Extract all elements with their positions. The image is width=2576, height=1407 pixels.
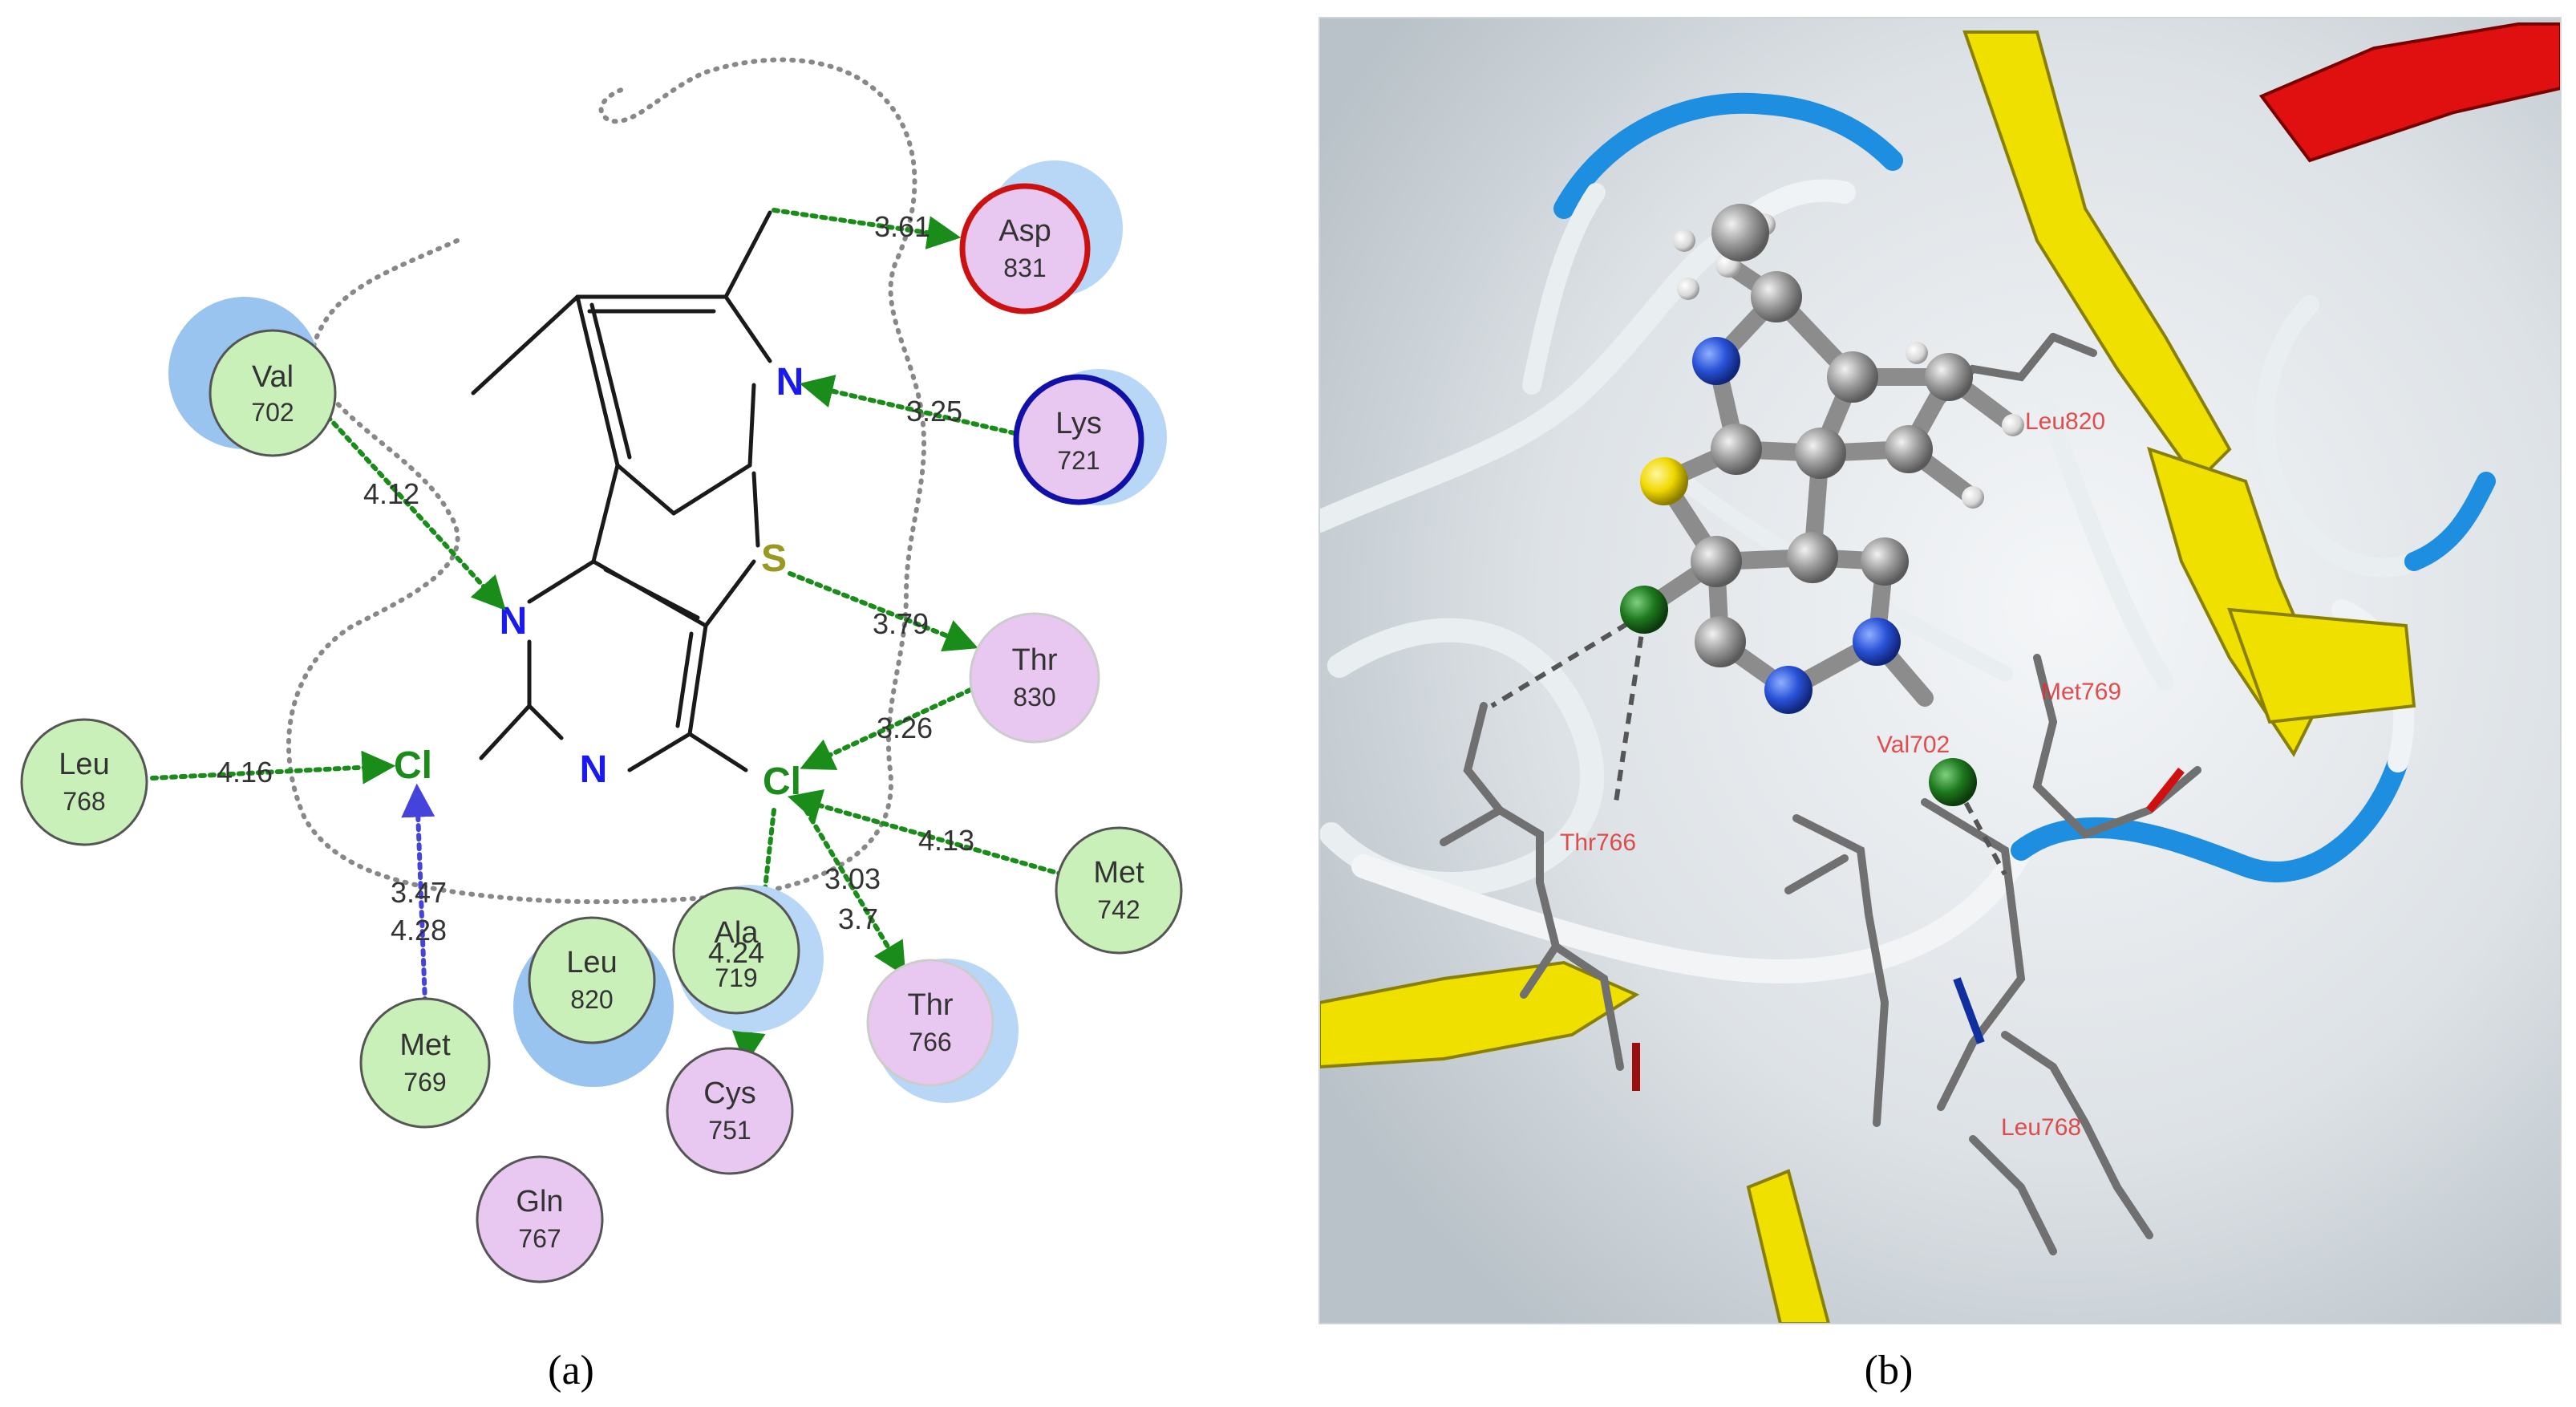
panel-b-3d-render: Leu820 Met769 Val702 Thr766 Leu768	[1318, 17, 2562, 1324]
residue-lys721: Lys 721	[1013, 369, 1167, 505]
dist-met769-b: 4.28	[391, 914, 447, 947]
residue-thr766: Thr 766	[866, 959, 1019, 1103]
interaction-lines	[150, 208, 1065, 1066]
hbond-val702	[318, 407, 506, 611]
dist-lys721: 3.25	[906, 395, 962, 428]
atom-n-pyrimidine-1: N	[500, 600, 528, 643]
residue-sticks	[1440, 333, 2201, 1255]
atom-n-pyrimidine-2: N	[580, 748, 608, 791]
label-3d-leu768: Leu768	[2001, 1114, 2081, 1141]
label-3d-thr766: Thr766	[1560, 829, 1636, 856]
svg-text:Gln: Gln	[516, 1185, 563, 1218]
dist-thr830-s: 3.79	[873, 607, 929, 640]
label-3d-val702: Val702	[1877, 732, 1950, 758]
svg-text:721: 721	[1057, 446, 1100, 475]
beta-strands	[1319, 30, 2416, 1324]
residue-thr830: Thr 830	[969, 612, 1100, 744]
residue-gln767: Gln 767	[476, 1155, 604, 1283]
atom-s-thiophene: S	[761, 537, 787, 580]
svg-text:830: 830	[1013, 683, 1055, 712]
svg-text:702: 702	[251, 398, 294, 427]
halogen-met769	[401, 783, 435, 1005]
svg-text:Thr: Thr	[908, 988, 954, 1022]
svg-text:Leu: Leu	[59, 748, 109, 781]
dist-leu768: 4.16	[217, 756, 273, 789]
hbond-thr830-s	[788, 571, 978, 652]
distance-labels: 3.61 3.25 4.12 3.79 3.26 4.16 4.13 3.47 …	[217, 210, 974, 947]
dist-met742: 4.13	[918, 824, 974, 857]
panel-label-a: (a)	[548, 1348, 594, 1393]
dist-thr766-b: 3.7	[838, 902, 878, 935]
binding-pocket-outline	[286, 57, 927, 905]
svg-text:Thr: Thr	[1012, 643, 1058, 677]
label-3d-met769: Met769	[2041, 679, 2121, 705]
residue-cys751: Cys 751	[666, 1047, 794, 1175]
residue-val702: Val 702	[168, 297, 337, 457]
render-frame	[1318, 17, 2562, 1324]
svg-text:820: 820	[570, 985, 613, 1014]
ligand-ball-and-stick	[1490, 204, 2024, 876]
svg-text:831: 831	[1003, 253, 1046, 282]
residue-asp831: Asp 831	[959, 160, 1123, 314]
hbond-thr830-cl	[800, 687, 973, 770]
svg-text:719: 719	[715, 963, 757, 992]
label-3d-leu820: Leu820	[2025, 408, 2105, 435]
alpha-helix	[2258, 22, 2561, 163]
svg-text:Lys: Lys	[1055, 407, 1102, 440]
dist-thr830-cl: 3.26	[877, 712, 933, 744]
svg-text:Asp: Asp	[998, 214, 1051, 248]
svg-text:768: 768	[63, 787, 105, 816]
panel-label-b: (b)	[1865, 1348, 1914, 1393]
svg-text:766: 766	[909, 1028, 951, 1056]
hbond-asp831	[772, 208, 962, 249]
hbond-lys721	[799, 375, 1017, 436]
panel-a-diagram: N S N N Cl Cl 3.61 3.25 4.12 3.79 3.26 4…	[20, 57, 1183, 1283]
svg-text:742: 742	[1097, 895, 1140, 924]
residue-met769: Met 769	[359, 997, 491, 1129]
svg-text:Ala: Ala	[715, 916, 759, 950]
dist-asp831: 3.61	[874, 210, 930, 243]
atom-n-pyridine: N	[776, 361, 804, 403]
svg-text:Met: Met	[1093, 856, 1144, 890]
dist-ala719: 4.24	[708, 936, 764, 969]
svg-text:Val: Val	[252, 360, 294, 394]
dist-met769-a: 3.47	[391, 876, 447, 909]
hbond-met742	[787, 789, 1065, 877]
protein-ribbons	[1319, 92, 2496, 983]
ligand-skeleton	[471, 210, 772, 772]
svg-text:769: 769	[403, 1068, 446, 1097]
atom-cl-left: Cl	[394, 744, 432, 787]
svg-text:Cys: Cys	[703, 1077, 755, 1110]
svg-text:Met: Met	[399, 1028, 451, 1062]
svg-text:Leu: Leu	[566, 946, 617, 979]
dist-thr766-a: 3.03	[824, 862, 881, 895]
residue-ala719: Ala 719 4.24	[672, 885, 824, 1032]
hbond-thr766	[804, 808, 906, 977]
residue-leu768: Leu 768	[20, 718, 148, 846]
dist-val702: 4.12	[363, 477, 419, 510]
hbond-leu768	[150, 750, 396, 785]
svg-text:767: 767	[518, 1224, 561, 1253]
residue-met742: Met 742	[1055, 826, 1183, 955]
svg-text:751: 751	[708, 1116, 751, 1145]
residue-leu820: Leu 820	[513, 916, 674, 1087]
